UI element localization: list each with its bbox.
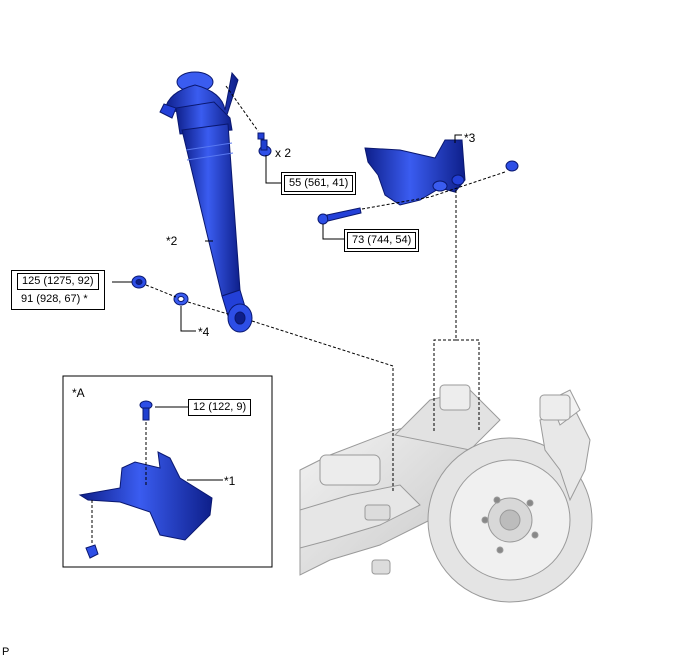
torque-box-inset-bolt: 12 (122, 9): [188, 399, 252, 416]
under-cover: [78, 451, 213, 541]
lower-nut: [131, 275, 147, 289]
shock-absorber: [159, 71, 253, 333]
axle-hub-assembly: [299, 384, 593, 603]
callout-inset-a: *A: [72, 386, 85, 400]
bracket-bolt-qty: x 2: [275, 146, 292, 160]
leader-lines: [112, 85, 506, 492]
callout-item-3: *3: [464, 131, 476, 145]
torque-nut-line-1: 125 (1275, 92): [17, 273, 99, 290]
callout-item-4: *4: [198, 325, 210, 339]
torque-bracket-bolt: 55 (561, 41): [284, 175, 354, 192]
washer: [173, 292, 189, 306]
upper-bracket: [364, 139, 466, 206]
inset-bolt: [139, 400, 153, 421]
callout-item-1: *1: [224, 474, 236, 488]
torque-mounting-bolt: 73 (744, 54): [347, 232, 417, 249]
upper-nut: [505, 160, 519, 172]
torque-box-nut: 125 (1275, 92) 91 (928, 67) *: [11, 270, 105, 310]
inset-leaders: [91, 406, 223, 543]
torque-nut-line-2: 91 (928, 67) *: [21, 293, 88, 305]
bracket-bolt: [257, 132, 272, 157]
mounting-bolt: [317, 207, 362, 225]
torque-box-mounting-bolt: 73 (744, 54): [344, 229, 420, 252]
torque-box-bracket-bolt: 55 (561, 41): [281, 172, 357, 195]
footer-code: P: [2, 646, 10, 658]
inset-clip: [85, 544, 99, 559]
callout-item-2: *2: [166, 234, 178, 248]
